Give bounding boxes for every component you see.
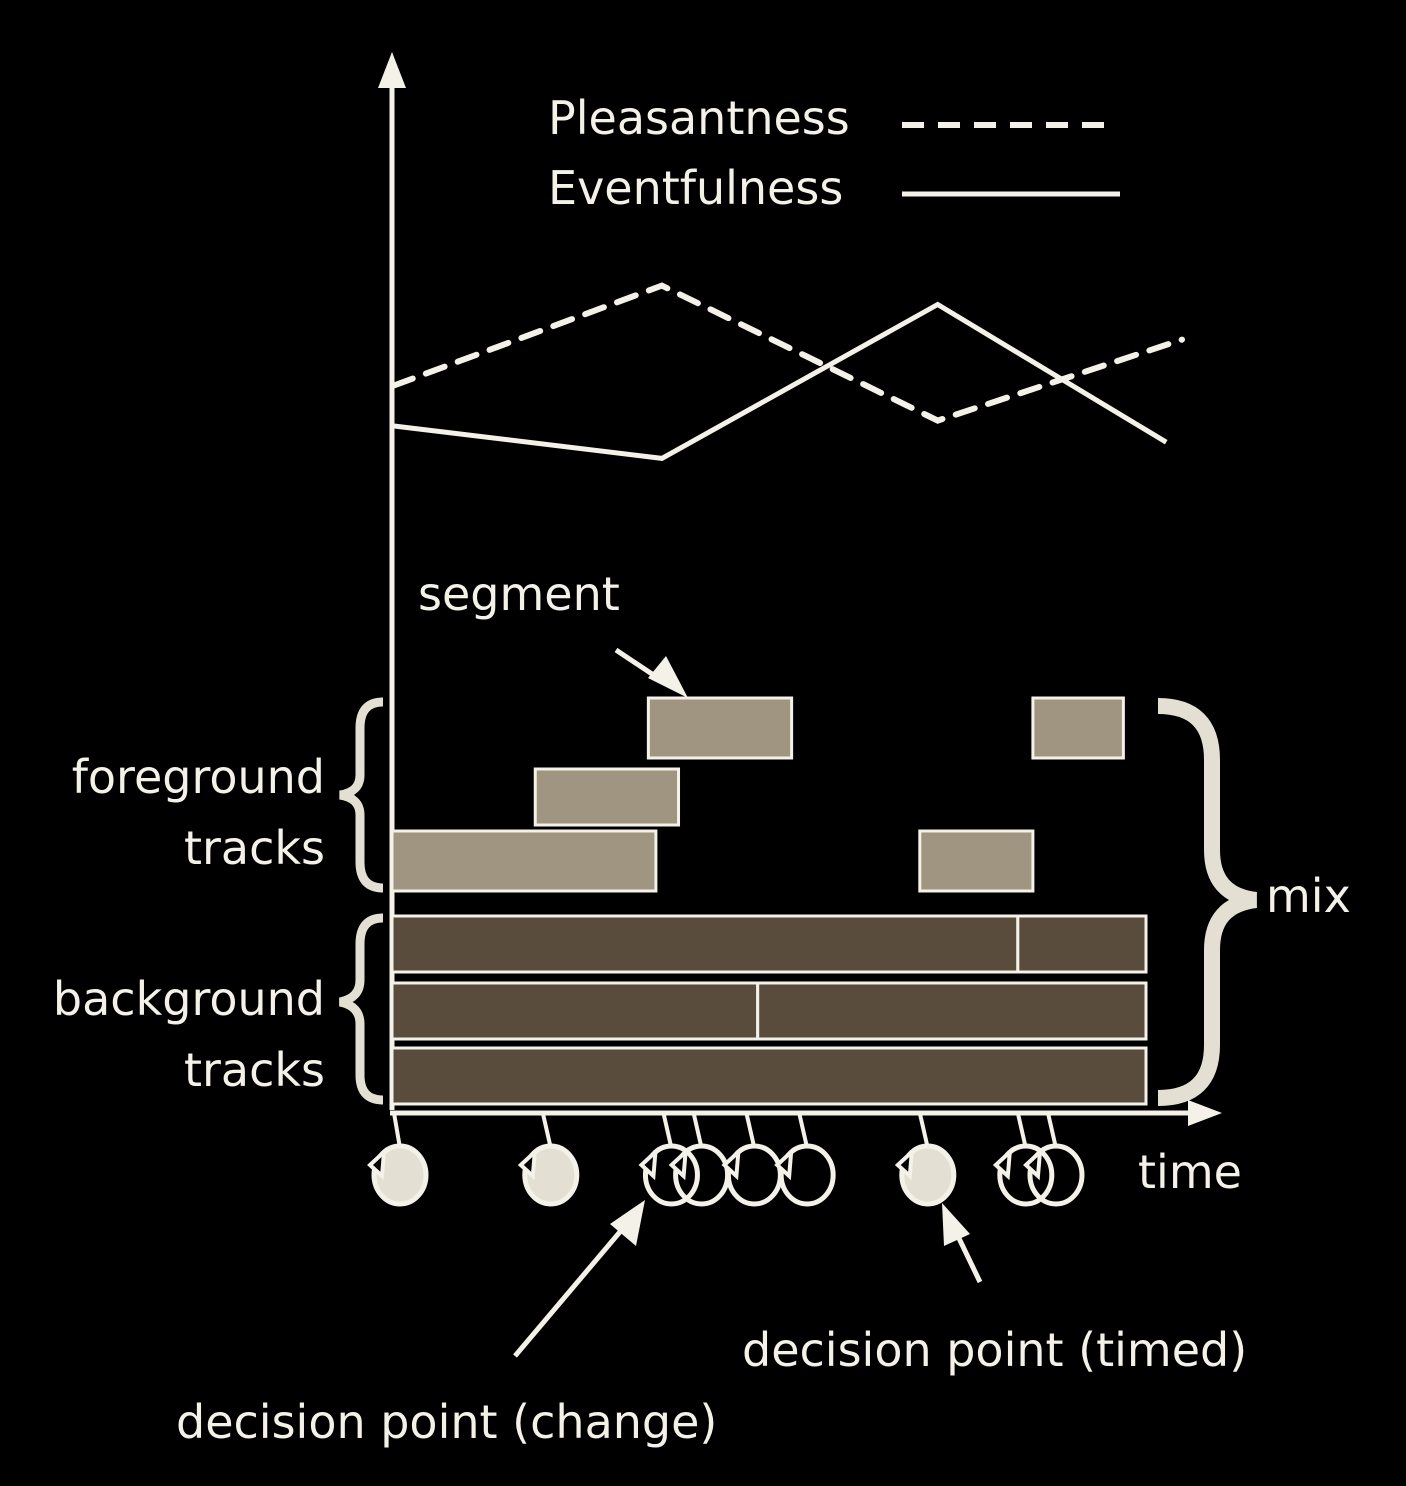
decision-change-arrowhead	[610, 1200, 645, 1246]
segment-label: segment	[418, 567, 620, 621]
time-label: time	[1138, 1145, 1242, 1199]
decision-point-pointer-icon	[774, 1147, 794, 1181]
foreground-segment	[1031, 696, 1125, 760]
segment-arrowhead	[648, 656, 688, 698]
decision-point-stem	[744, 1112, 757, 1149]
decision-point-pointer-icon	[721, 1147, 741, 1181]
legend-pleasantness-label: Pleasantness	[548, 91, 850, 145]
legend-eventfulness-label: Eventfulness	[548, 161, 843, 215]
decision-point-pointer-icon	[638, 1147, 658, 1181]
decision-point-stem	[1015, 1112, 1028, 1149]
foreground-brace	[339, 697, 384, 893]
decision-point-change	[997, 1143, 1055, 1207]
decision-point-pointer-icon	[894, 1147, 915, 1181]
decision-point-pointer-icon	[517, 1147, 538, 1181]
decision-point-timed	[522, 1143, 580, 1207]
decision-change-arrow	[513, 1218, 632, 1358]
decision-point-timed	[899, 1143, 957, 1207]
background-label-line2: tracks	[184, 1043, 325, 1097]
pleasantness-line	[391, 282, 1185, 424]
decision-point-pointer-icon	[1023, 1147, 1043, 1181]
background-segment	[390, 1046, 1148, 1106]
eventfulness-line	[393, 301, 1168, 461]
foreground-segment	[918, 829, 1035, 893]
decision-point-stem	[797, 1112, 810, 1149]
foreground-label-line1: foreground	[72, 750, 325, 804]
decision-point-stem	[661, 1112, 674, 1149]
foreground-segment	[390, 829, 658, 893]
background-brace	[338, 913, 384, 1105]
decision-timed-arrowhead	[942, 1203, 970, 1246]
background-label-line1: background	[53, 972, 325, 1026]
background-segment	[390, 981, 760, 1041]
decision-timed-label: decision point (timed)	[742, 1323, 1247, 1377]
decision-point-change	[642, 1143, 700, 1207]
x-axis-arrowhead	[1188, 1100, 1222, 1126]
background-segment	[1016, 914, 1148, 974]
decision-point-pointer-icon	[668, 1147, 689, 1181]
background-segment	[756, 981, 1148, 1041]
decision-point-stem	[392, 1112, 402, 1149]
y-axis-arrowhead	[378, 52, 406, 88]
decision-point-change	[778, 1143, 836, 1207]
foreground-segment	[646, 696, 794, 760]
foreground-label-line2: tracks	[184, 821, 325, 875]
decision-point-pointer-icon	[992, 1147, 1013, 1181]
decision-point-stem	[540, 1112, 553, 1149]
mix-label: mix	[1266, 869, 1351, 923]
decision-point-change	[1027, 1143, 1085, 1207]
mix-brace	[1157, 698, 1258, 1106]
background-segment	[390, 914, 1020, 974]
foreground-segment	[533, 767, 681, 827]
decision-point-stem	[1046, 1112, 1058, 1149]
decision-point-timed	[371, 1143, 429, 1207]
decision-point-stem	[691, 1112, 704, 1149]
decision-point-stem	[917, 1112, 930, 1149]
decision-change-label: decision point (change)	[176, 1395, 717, 1449]
decision-point-pointer-icon	[367, 1147, 387, 1181]
